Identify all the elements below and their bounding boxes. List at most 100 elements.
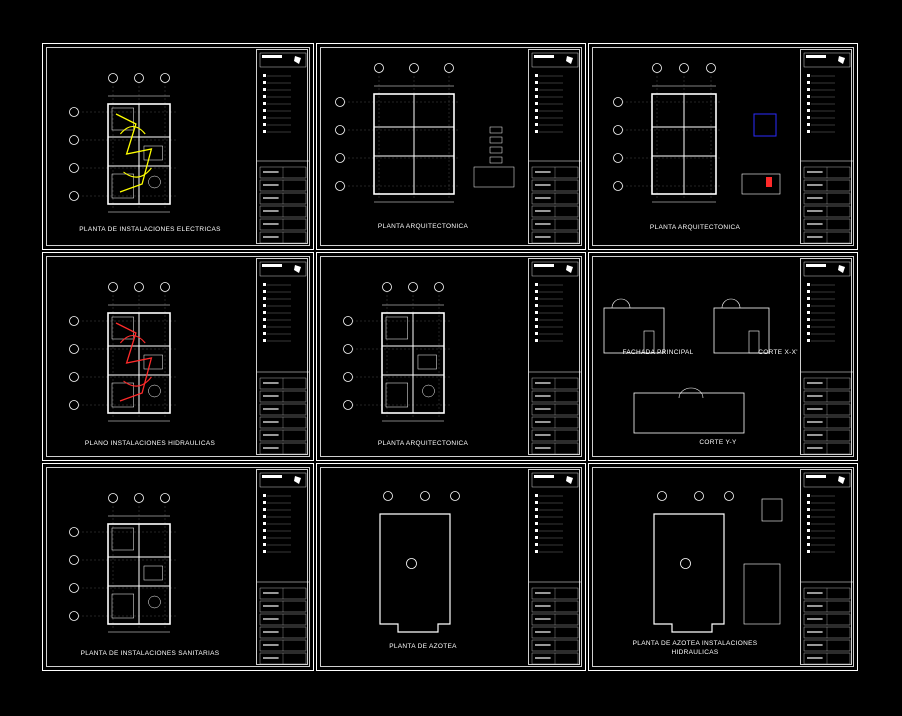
axis-bubble <box>69 527 79 537</box>
sheet-caption: PLANTA ARQUITECTONICA <box>377 223 469 230</box>
title-block <box>528 469 581 665</box>
symbol-legend <box>489 146 503 154</box>
axis-bubble <box>335 181 345 191</box>
roof-outline <box>653 491 734 633</box>
sheet-architectural-plan-2[interactable]: PLANTA ARQUITECTONICA <box>588 43 858 250</box>
axis-bubble <box>613 181 623 191</box>
axis-bubble <box>69 611 79 621</box>
logo-mark <box>566 56 573 64</box>
sheet-border <box>588 463 858 671</box>
roof-drain <box>406 558 417 569</box>
title-block <box>256 258 309 455</box>
title-block <box>800 258 853 455</box>
sheet-hydraulic-plan[interactable]: PLANO INSTALACIONES HIDRAULICAS <box>42 252 314 461</box>
drawing-area-border <box>592 467 854 667</box>
axis-bubble <box>382 282 392 292</box>
axis-bubble <box>613 153 623 163</box>
logo-mark <box>294 265 301 273</box>
floor-plan <box>343 282 450 422</box>
drawing-area-border <box>46 467 310 667</box>
drawing-area-border <box>320 47 582 246</box>
logo-mark <box>294 476 301 484</box>
drawing-canvas <box>69 493 176 633</box>
sheet-electrical-plan[interactable]: PLANTA DE INSTALACIONES ELECTRICAS <box>42 43 314 250</box>
sheet-sanitary-plan[interactable]: PLANTA DE INSTALACIONES SANITARIAS <box>42 463 314 671</box>
sub-caption: FACHADA PRINCIPAL <box>622 349 694 356</box>
axis-bubble <box>69 344 79 354</box>
title-block <box>256 469 309 665</box>
axis-bubble <box>69 372 79 382</box>
axis-bubble <box>108 493 118 503</box>
axis-bubble <box>409 63 419 73</box>
symbol-legend <box>489 136 503 144</box>
title-block <box>528 49 581 244</box>
drawing-canvas <box>69 73 176 213</box>
detail-box <box>753 113 777 137</box>
floor-plan <box>69 493 176 633</box>
axis-bubble <box>69 107 79 117</box>
drawing-area-border <box>592 256 854 457</box>
sheet-caption: PLANTA ARQUITECTONICA <box>377 440 469 447</box>
logo-mark <box>838 56 845 64</box>
sheet-caption: PLANTA DE AZOTEA INSTALACIONES HIDRAULIC… <box>632 640 758 656</box>
axis-bubble <box>69 163 79 173</box>
logo-mark <box>566 265 573 273</box>
axis-bubble <box>69 135 79 145</box>
logo-mark <box>838 476 845 484</box>
drawing-canvas <box>653 491 783 633</box>
drawing-area-border <box>320 256 582 457</box>
sheet-border <box>42 252 314 461</box>
sheet-roof-plan[interactable]: PLANTA DE AZOTEA <box>316 463 586 671</box>
drawing-area-border <box>46 47 310 246</box>
axis-bubble <box>160 282 170 292</box>
drawing-canvas <box>69 282 176 422</box>
axis-bubble <box>160 493 170 503</box>
sub-caption: CORTE Y-Y <box>699 439 737 446</box>
axis-bubble <box>343 400 353 410</box>
axis-bubble <box>69 555 79 565</box>
drawing-area-border <box>592 47 854 246</box>
axis-bubble <box>343 372 353 382</box>
sheet-border <box>588 43 858 250</box>
axis-bubble <box>134 493 144 503</box>
axis-bubble <box>706 63 716 73</box>
title-block <box>800 469 853 665</box>
axis-bubble <box>679 63 689 73</box>
axis-bubble <box>374 63 384 73</box>
sheet-border <box>316 43 586 250</box>
sheet-architectural-plan-3[interactable]: PLANTA ARQUITECTONICA <box>316 252 586 461</box>
symbol-legend <box>489 126 503 134</box>
axis-bubble <box>343 316 353 326</box>
drawing-canvas <box>335 63 515 203</box>
sheet-caption: PLANTA DE INSTALACIONES SANITARIAS <box>80 650 220 657</box>
floor-plan <box>69 282 176 422</box>
drawing-canvas <box>343 282 450 422</box>
axis-bubble <box>335 125 345 135</box>
axis-bubble <box>69 583 79 593</box>
title-block <box>528 258 581 455</box>
drawing-canvas <box>613 63 781 203</box>
roof-drain <box>680 558 691 569</box>
riser-detail <box>743 563 781 625</box>
drawing-area-border <box>320 467 582 667</box>
axis-bubble <box>134 73 144 83</box>
axis-bubble <box>108 282 118 292</box>
title-block <box>256 49 309 244</box>
axis-bubble <box>652 63 662 73</box>
floor-plan <box>335 63 460 203</box>
title-block <box>800 49 853 244</box>
water-tank-detail <box>761 498 783 522</box>
axis-bubble <box>108 73 118 83</box>
sheet-caption: PLANTA ARQUITECTONICA <box>649 224 741 231</box>
sheet-border <box>42 43 314 250</box>
axis-bubble <box>69 400 79 410</box>
axis-bubble <box>613 125 623 135</box>
sheet-roof-hydraulic-plan[interactable]: PLANTA DE AZOTEA INSTALACIONES HIDRAULIC… <box>588 463 858 671</box>
axis-bubble <box>160 73 170 83</box>
sheet-architectural-plan-1[interactable]: PLANTA ARQUITECTONICA <box>316 43 586 250</box>
axis-bubble <box>69 316 79 326</box>
sheet-caption: PLANTA DE INSTALACIONES ELECTRICAS <box>79 226 221 233</box>
drawing-canvas <box>379 491 460 633</box>
